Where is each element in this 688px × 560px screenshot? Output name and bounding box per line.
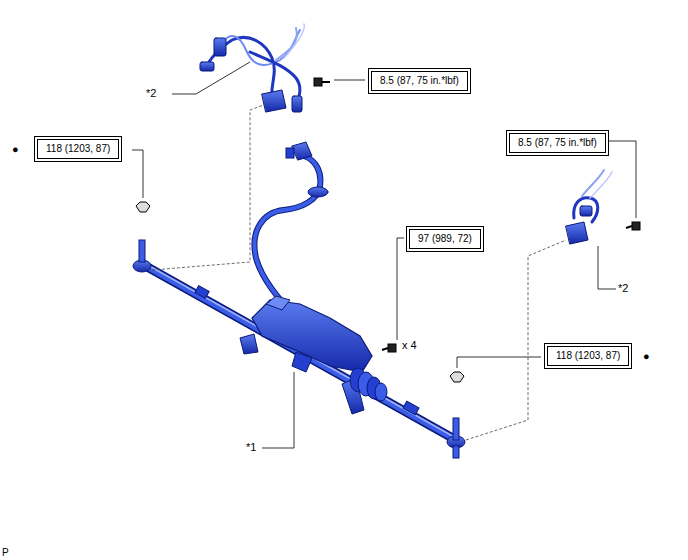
torque-box: 118 (1203, 87) xyxy=(544,343,632,369)
callout-label: x 4 xyxy=(402,339,417,352)
torque-box: 8.5 (87, 75 in.*lbf) xyxy=(506,130,609,156)
torque-value: 97 (989, 72) xyxy=(409,229,481,249)
bolt xyxy=(382,344,396,352)
page-code: P xyxy=(2,546,9,559)
rack-harness xyxy=(254,142,328,318)
dashed-guide-lines xyxy=(152,104,566,440)
steering-rack xyxy=(133,240,465,458)
torque-value: 118 (1203, 87) xyxy=(37,139,119,159)
callout-label: ● xyxy=(12,143,19,156)
leader-lines xyxy=(132,62,636,448)
callout-label: *1 xyxy=(246,441,256,454)
torque-value: 8.5 (87, 75 in.*lbf) xyxy=(371,71,468,91)
torque-box: 8.5 (87, 75 in.*lbf) xyxy=(368,68,471,94)
bolt xyxy=(314,78,330,86)
callout-label: *2 xyxy=(618,282,628,295)
callout-label: ● xyxy=(643,350,650,363)
sensor-harness-top xyxy=(200,24,304,112)
sensor-harness-right xyxy=(566,170,612,244)
torque-box: 97 (989, 72) xyxy=(406,226,484,252)
torque-value: 118 (1203, 87) xyxy=(547,346,629,366)
bolt xyxy=(626,222,640,230)
torque-value: 8.5 (87, 75 in.*lbf) xyxy=(509,133,606,153)
callout-label: *2 xyxy=(146,87,156,100)
torque-box: 118 (1203, 87) xyxy=(34,136,122,162)
fasteners xyxy=(136,78,640,382)
